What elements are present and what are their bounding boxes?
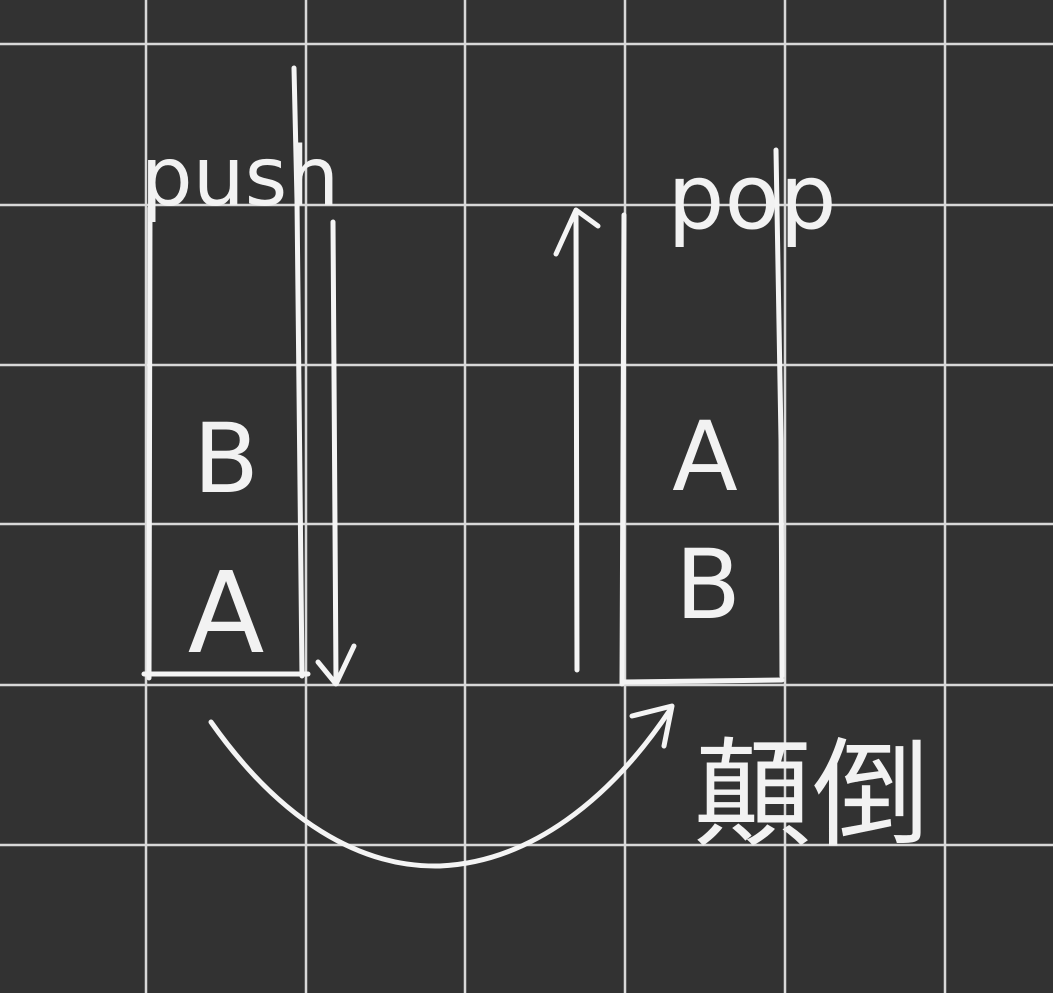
push-stack-label: push xyxy=(141,130,340,225)
transfer-arrow xyxy=(208,703,675,869)
pop-stack-right-wall xyxy=(773,147,785,679)
push-stack: push B A xyxy=(141,65,340,681)
push-arrow xyxy=(315,219,357,687)
pop-stack-label: pop xyxy=(667,145,836,250)
transfer-arrow-head xyxy=(629,703,675,749)
pop-stack: pop A B xyxy=(619,145,837,687)
pop-arrow-head xyxy=(553,207,601,257)
push-arrow-head xyxy=(315,643,357,687)
push-stack-item: B xyxy=(193,403,259,515)
pop-arrow xyxy=(553,207,601,673)
pop-arrow-shaft xyxy=(573,209,580,673)
push-stack-left-wall xyxy=(146,205,153,681)
pop-stack-item: A xyxy=(672,401,738,513)
pop-stack-left-wall xyxy=(619,212,627,687)
push-arrow-shaft xyxy=(330,219,339,683)
transfer-arrow-curve xyxy=(208,707,673,869)
push-stack-item: A xyxy=(188,549,265,679)
pop-stack-base xyxy=(619,677,785,685)
pop-stack-item: B xyxy=(675,529,741,641)
reverse-label: 顛倒 xyxy=(694,726,930,864)
push-stack-right-wall xyxy=(291,65,305,679)
